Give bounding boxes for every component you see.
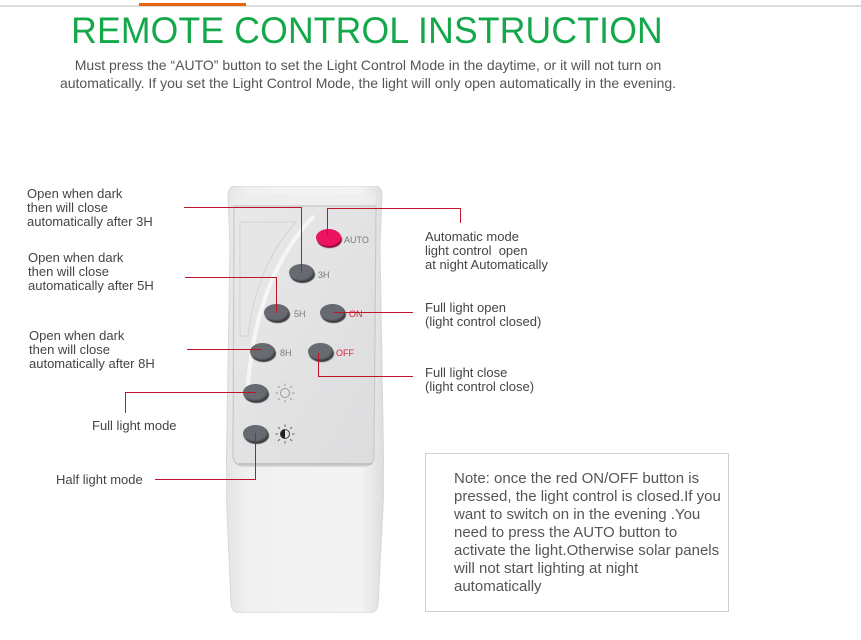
note-box: Note: once the red ON/OFF button is pres… [425,453,729,612]
half-sun-icon [275,424,295,444]
callout-line-half [155,479,256,480]
callout-label-half: Half light mode [56,472,143,487]
on-button[interactable] [320,304,345,321]
callout-line-auto-end [460,208,461,223]
top-divider [0,5,861,7]
callout-label-on: Full light open (light control closed) [425,300,542,329]
callout-line-auto-vertical [327,208,328,236]
page-title: REMOTE CONTROL INSTRUCTION [71,10,663,51]
auto-button-label: AUTO [344,235,369,245]
8h-button[interactable] [250,343,275,360]
callout-line-off-vertical [318,353,319,377]
sun-outline-icon [275,383,295,403]
auto-button[interactable] [316,229,341,246]
callout-line-on [334,312,413,313]
off-button-label: OFF [336,348,354,358]
5h-button-label: 5H [294,309,306,319]
page-subtitle: Must press the “AUTO” button to set the … [59,57,677,91]
off-button[interactable] [308,343,333,360]
callout-line-auto [327,208,461,209]
callout-line-5h-vertical [276,277,277,313]
callout-label-auto: Automatic mode light control open at nig… [425,229,548,272]
callout-label-5h: Open when dark then will close automatic… [28,250,154,293]
remote-control [225,185,385,614]
callout-line-3h-vertical [301,207,302,273]
callout-label-off: Full light close (light control close) [425,365,535,394]
callout-label-full: Full light mode [92,418,177,433]
active-tab-indicator [139,3,246,6]
callout-line-8h [187,349,262,350]
callout-label-8h: Open when dark then will close automatic… [29,328,155,371]
callout-label-3h: Open when dark then will close automatic… [27,186,153,229]
note-text: Note: once the red ON/OFF button is pres… [454,470,721,595]
on-button-label: ON [349,309,363,319]
callout-line-half-vertical [255,433,256,480]
callout-line-5h [185,277,277,278]
remote-body [225,185,385,614]
callout-line-3h [184,207,302,208]
callout-line-off [318,376,413,377]
callout-line-full [125,392,256,393]
callout-line-full-vertical [125,392,126,413]
8h-button-label: 8H [280,348,292,358]
3h-button-label: 3H [318,270,330,280]
